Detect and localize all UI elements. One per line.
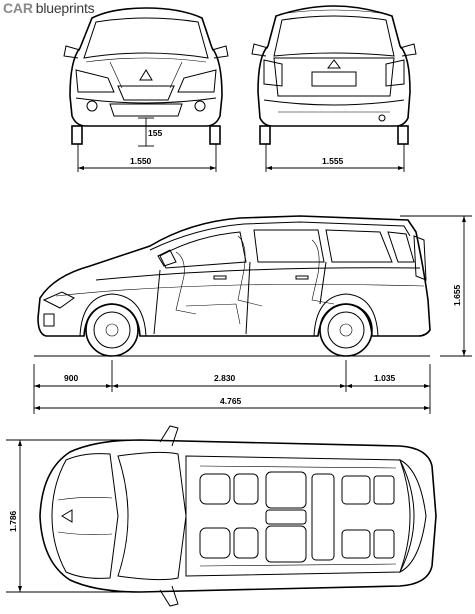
dim-height: 1.655 [452, 284, 462, 306]
dim-length: 4.765 [220, 396, 242, 406]
dim-front-overhang: 900 [64, 373, 78, 383]
front-view: 155 1.550 [63, 7, 229, 172]
dim-width: 1.786 [8, 510, 18, 532]
dim-ground-clearance: 155 [148, 128, 162, 138]
dim-rear-overhang: 1.035 [374, 373, 396, 383]
dim-wheelbase: 2.830 [214, 373, 236, 383]
logo-car-text: CAR [3, 0, 33, 16]
side-view: 1.655 900 2.830 1.035 4.765 [33, 215, 472, 414]
logo-blueprints-text: blueprints [35, 0, 95, 16]
rear-view: 1.555 [251, 5, 417, 172]
top-view: 1.786 [6, 425, 437, 607]
dim-rear-track: 1.555 [322, 156, 344, 166]
dim-front-track: 1.550 [130, 156, 152, 166]
